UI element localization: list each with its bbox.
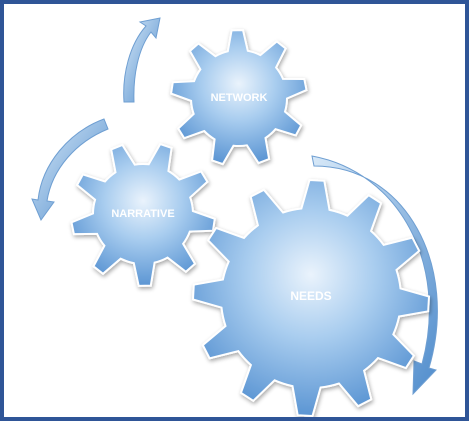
gear-network-shape — [169, 29, 308, 166]
gear-needs: NEEDS — [191, 178, 431, 417]
arrow-top — [123, 17, 161, 103]
gear-narrative-label: NARRATIVE — [111, 208, 174, 220]
gear-needs-label: NEEDS — [290, 289, 331, 303]
gear-narrative-shape — [70, 142, 216, 287]
gear-network: NETWORK — [169, 29, 308, 166]
gear-narrative: NARRATIVE — [70, 142, 216, 287]
arrow-left — [31, 118, 109, 222]
gear-needs-shape — [191, 178, 431, 417]
arrow-right — [311, 155, 438, 396]
gears-diagram: NETWORK NARRATIVE NEEDS — [31, 17, 438, 417]
gear-network-label: NETWORK — [211, 92, 268, 104]
